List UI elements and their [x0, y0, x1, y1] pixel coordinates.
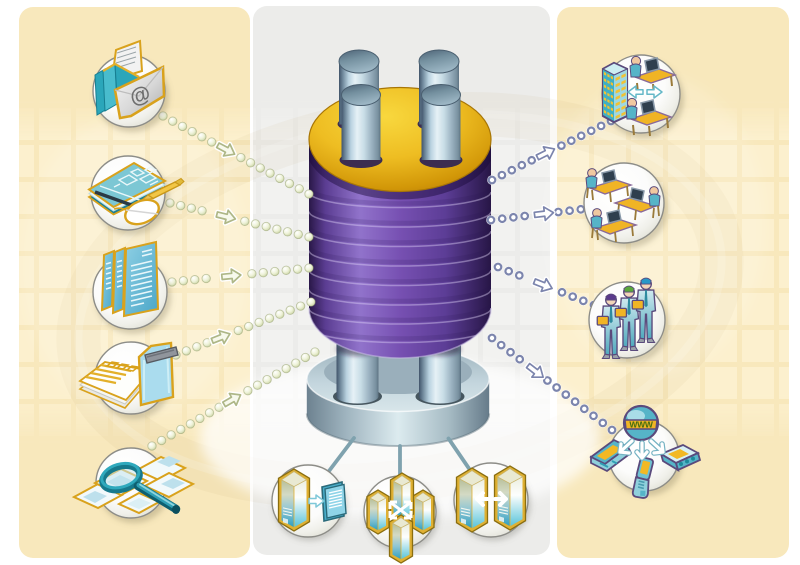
svg-text:WWW: WWW — [629, 420, 653, 430]
